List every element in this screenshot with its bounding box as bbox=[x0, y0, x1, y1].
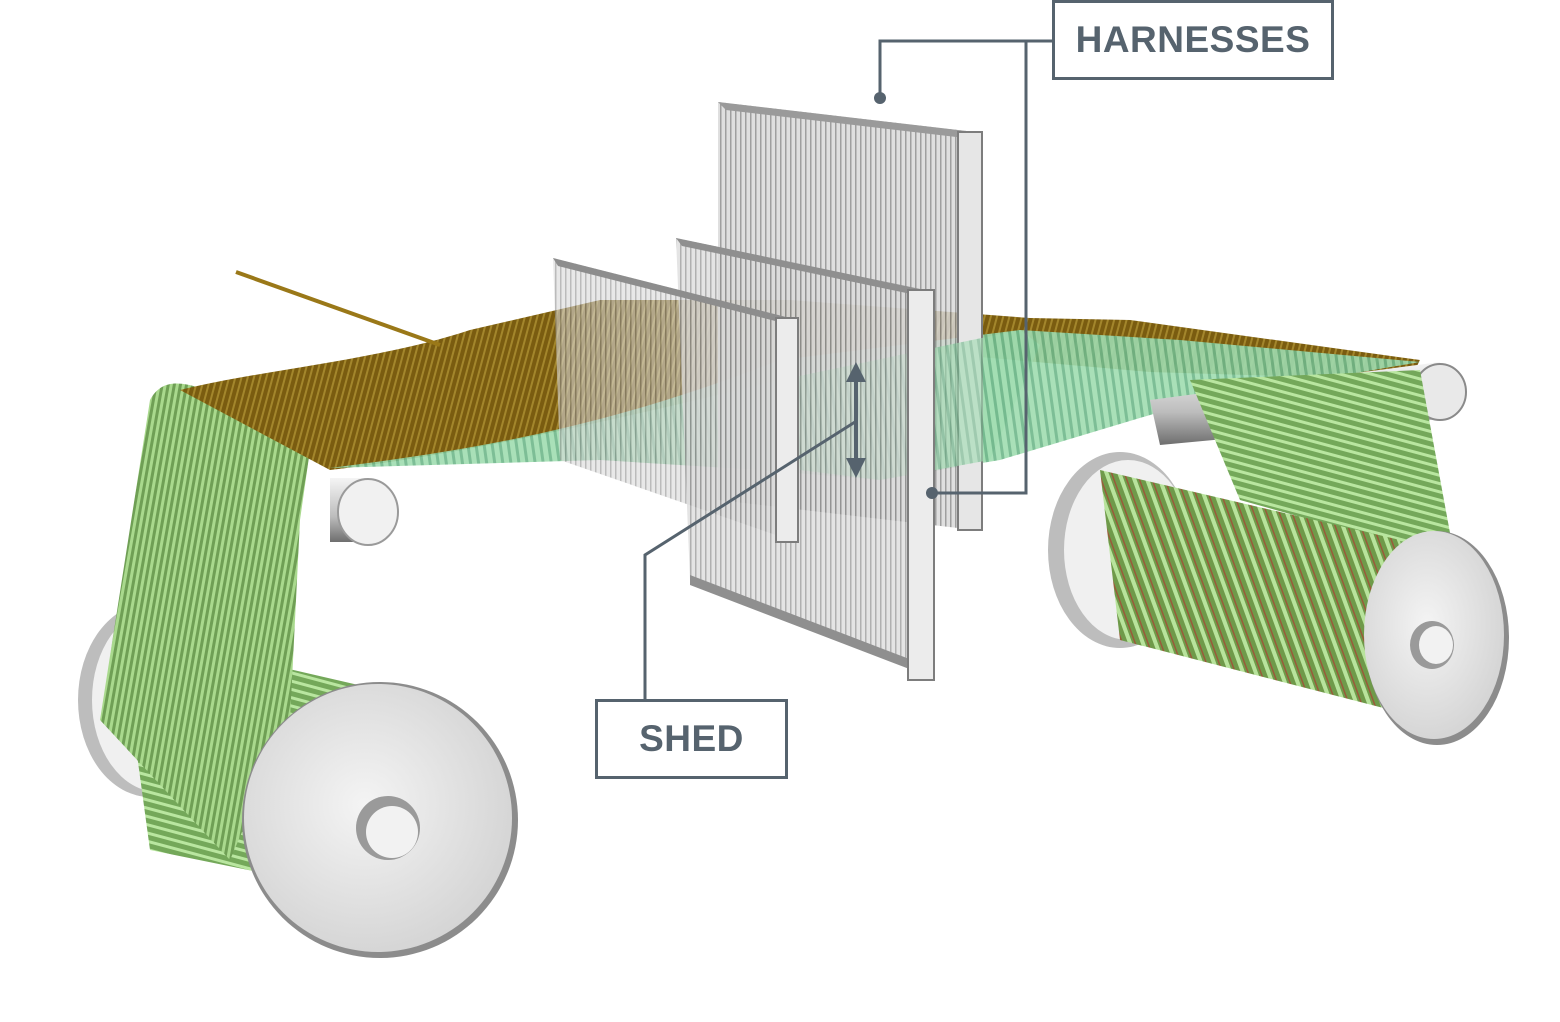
shed-label: SHED bbox=[595, 699, 788, 779]
left-warp-vertical bbox=[100, 380, 320, 860]
harnesses-label: HARNESSES bbox=[1052, 0, 1334, 80]
harnesses-callout-line bbox=[874, 39, 1052, 499]
right-warp-vertical bbox=[1190, 370, 1455, 560]
shed-callout-line bbox=[643, 420, 856, 699]
left-back-rod bbox=[330, 478, 399, 546]
harness-frame-front bbox=[553, 258, 799, 543]
left-spool-front bbox=[242, 682, 518, 958]
shuttle-rod bbox=[235, 270, 441, 347]
right-spool bbox=[1048, 452, 1509, 745]
